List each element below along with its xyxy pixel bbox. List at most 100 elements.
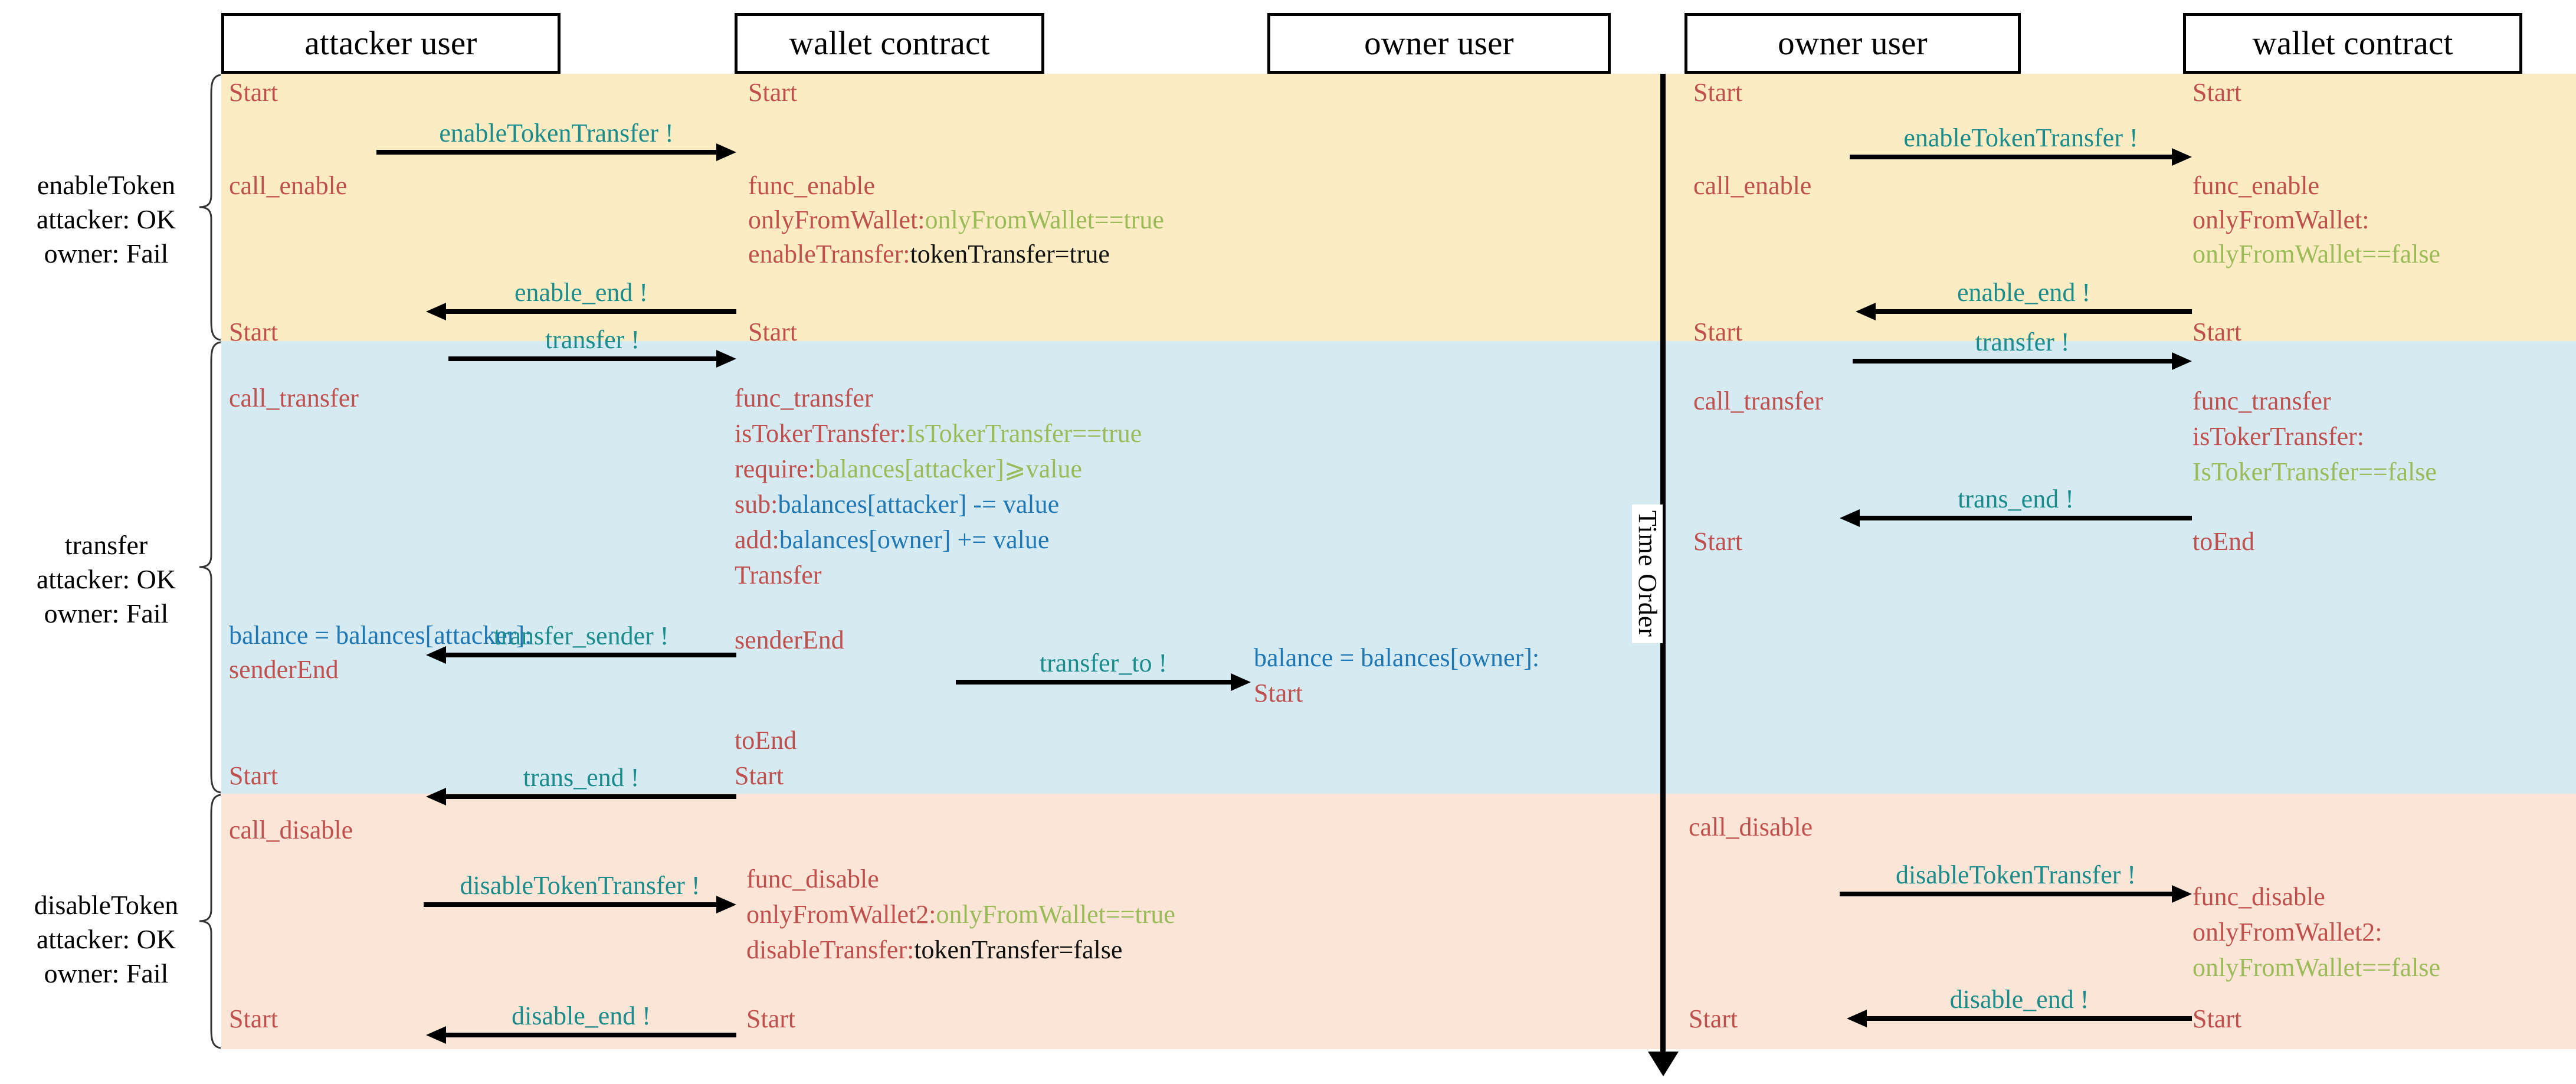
state-wallet-to-end: toEnd (735, 726, 797, 755)
action-value: tokenTransfer=true (910, 240, 1110, 268)
scenario-label-disable-token: disableToken attacker: OK owner: Fail (0, 888, 212, 991)
message-enable-token-transfer-left[interactable]: enableTokenTransfer ! (376, 106, 736, 161)
lifeline-label: attacker user (304, 25, 477, 62)
arrow-shaft (956, 680, 1233, 685)
message-label: transfer ! (545, 325, 640, 354)
message-label: disableTokenTransfer ! (1895, 860, 2136, 889)
arrow-shaft (424, 902, 719, 907)
arrow-shaft (444, 1033, 736, 1037)
arrow-shaft (376, 150, 719, 155)
state-wallet-func-transfer: func_transfer (735, 384, 873, 412)
lifeline-wallet-contract-right[interactable]: wallet contract (2183, 13, 2522, 74)
brace-transfer (198, 341, 222, 794)
state-wallet-start-bottom-enable: Start (748, 317, 798, 346)
message-disable-end-right[interactable]: disable_end ! (1847, 972, 2192, 1027)
arrow-head-right-icon (2172, 352, 2192, 370)
scenario-attacker: attacker: OK (36, 923, 176, 954)
guard-label-wallet2-disable: onlyFromWallet2: (2192, 918, 2382, 947)
message-label: transfer ! (1975, 328, 2070, 356)
message-label: enableTokenTransfer ! (1903, 123, 2138, 152)
message-disable-end-left[interactable]: disable_end ! (426, 989, 736, 1044)
guard-label: onlyFromWallet2: (746, 900, 936, 929)
guard-value: IsTokerTransfer==true (906, 419, 1142, 448)
brace-disable-token (198, 794, 222, 1049)
scenario-attacker: attacker: OK (36, 204, 176, 234)
arrow-head-right-icon (716, 896, 736, 913)
state-wallet-func-disable: func_disable (746, 864, 879, 893)
time-order-label: Time Order (1632, 505, 1663, 643)
guard-value: balances[attacker]⩾value (815, 454, 1082, 483)
guard-label-wallet2-transfer: isTokerTransfer: (2192, 422, 2365, 451)
action-label: add: (735, 525, 779, 554)
message-transfer-sender[interactable]: transfer_sender ! (426, 609, 736, 664)
action-label: sub: (735, 490, 778, 519)
arrow-shaft (444, 309, 736, 314)
lifeline-wallet-contract-left[interactable]: wallet contract (735, 13, 1044, 74)
scenario-name: transfer (64, 530, 148, 560)
arrow-head-left-icon (426, 646, 446, 664)
lifeline-label: owner user (1778, 25, 1928, 62)
message-enable-end-right[interactable]: enable_end ! (1856, 266, 2192, 320)
scenario-owner: owner: Fail (44, 958, 169, 988)
guard-value: onlyFromWallet==true (936, 900, 1175, 929)
brace-enable-token (198, 74, 222, 341)
state-wallet2-func-transfer: func_transfer (2192, 387, 2331, 415)
state-attacker-start-disable: Start (229, 1004, 278, 1033)
state-wallet-sender-end: senderEnd (735, 625, 844, 654)
message-transfer-right[interactable]: transfer ! (1853, 315, 2192, 370)
state-owner-call-disable: call_disable (1689, 813, 1813, 841)
scenario-name: disableToken (34, 890, 179, 920)
scenario-label-enable-token: enableToken attacker: OK owner: Fail (0, 168, 212, 271)
message-label: enable_end ! (1957, 278, 2090, 307)
state-wallet2-start-bottom-enable: Start (2192, 317, 2242, 346)
arrow-head-left-icon (426, 788, 446, 805)
message-trans-end-left[interactable]: trans_end ! (426, 751, 736, 805)
arrow-head-right-icon (1231, 673, 1251, 691)
state-attacker-start-transfer: Start (229, 761, 278, 790)
message-enable-end-left[interactable]: enable_end ! (426, 266, 736, 320)
state-attacker-start-top-enable: Start (229, 78, 278, 107)
message-label: disableTokenTransfer ! (460, 871, 700, 900)
message-label: transfer_sender ! (493, 621, 669, 650)
arrow-shaft (1850, 155, 2174, 159)
state-attacker-call-disable: call_disable (229, 816, 353, 844)
band-transfer (221, 341, 2576, 794)
transition-wallet-sub: sub:balances[attacker] -= value (735, 492, 1059, 518)
message-enable-token-transfer-right[interactable]: enableTokenTransfer ! (1850, 111, 2192, 166)
lifeline-owner-user-right[interactable]: owner user (1684, 13, 2021, 74)
lifeline-attacker-user-left[interactable]: attacker user (221, 13, 561, 74)
transition-wallet-disable-transfer: disableTransfer:tokenTransfer=false (746, 937, 1122, 963)
message-disable-token-transfer-right[interactable]: disableTokenTransfer ! (1840, 848, 2192, 903)
transition-wallet-is-toker-transfer: isTokerTransfer:IsTokerTransfer==true (735, 421, 1142, 447)
action-label: disableTransfer: (746, 935, 915, 964)
guard-label: require: (735, 454, 815, 483)
message-transfer-left[interactable]: transfer ! (448, 313, 736, 368)
message-trans-end-right[interactable]: trans_end ! (1840, 472, 2192, 527)
transition-wallet-require: require:balances[attacker]⩾value (735, 456, 1082, 482)
lifeline-owner-user-left[interactable]: owner user (1267, 13, 1611, 74)
state-wallet-func-enable: func_enable (748, 171, 875, 200)
arrow-head-right-icon (716, 350, 736, 368)
arrow-head-left-icon (1840, 509, 1860, 527)
state-owner2-call-transfer: call_transfer (1693, 387, 1823, 415)
guard-value-wallet2-disable: onlyFromWallet==false (2192, 953, 2440, 982)
arrow-shaft (1857, 516, 2192, 520)
message-label: enable_end ! (514, 278, 648, 307)
transition-wallet-add: add:balances[owner] += value (735, 527, 1049, 553)
arrow-head-right-icon (2172, 885, 2192, 903)
arrow-head-left-icon (426, 303, 446, 320)
message-label: trans_end ! (1958, 484, 2074, 513)
arrow-shaft (1840, 892, 2174, 896)
state-owner-start-bottom-enable: Start (1693, 317, 1743, 346)
lifeline-label: wallet contract (2252, 25, 2453, 62)
transition-wallet-enable-transfer: enableTransfer:tokenTransfer=true (748, 241, 1110, 267)
arrow-head-left-icon (1847, 1010, 1867, 1027)
state-attacker-sender-end: senderEnd (229, 655, 339, 684)
message-transfer-to[interactable]: transfer_to ! (956, 636, 1251, 691)
action-attacker-balance: balance = balances[attacker]: (229, 621, 532, 650)
state-owner-start-disable: Start (1689, 1004, 1738, 1033)
message-disable-token-transfer-left[interactable]: disableTokenTransfer ! (424, 859, 736, 913)
arrow-shaft (1873, 309, 2192, 314)
guard-label-wallet2-enable: onlyFromWallet: (2192, 205, 2369, 234)
